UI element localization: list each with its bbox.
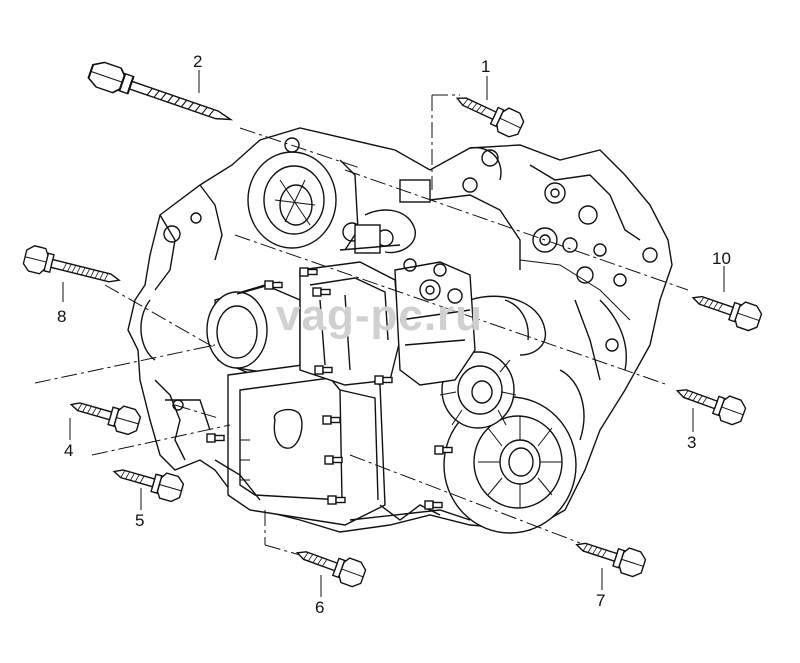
- bolt-2: [85, 58, 236, 133]
- transmission-housing: [127, 127, 673, 534]
- callout-5: 5: [135, 511, 144, 530]
- callout-6: 6: [315, 598, 324, 617]
- callout-3: 3: [687, 433, 696, 452]
- callout-2: 2: [193, 52, 202, 71]
- bolt-3: [672, 377, 749, 428]
- bolt-8: [21, 243, 123, 294]
- callout-labels: 1 2 3 4 5 6 7 8 10: [57, 52, 731, 617]
- watermark-text: vag-pc.ru: [276, 291, 483, 340]
- bolt-10: [688, 284, 765, 334]
- bolt-7: [572, 531, 649, 580]
- callout-7: 7: [596, 591, 605, 610]
- callout-1: 1: [481, 57, 490, 76]
- bolt-1: [451, 85, 527, 141]
- callout-8: 8: [57, 307, 66, 326]
- callout-10: 10: [712, 249, 731, 268]
- leader-lines: [62, 70, 725, 597]
- callout-4: 4: [64, 441, 73, 460]
- bolt-6: [292, 539, 369, 590]
- assembly-centerlines: [34, 94, 689, 556]
- bolt-4: [66, 391, 143, 438]
